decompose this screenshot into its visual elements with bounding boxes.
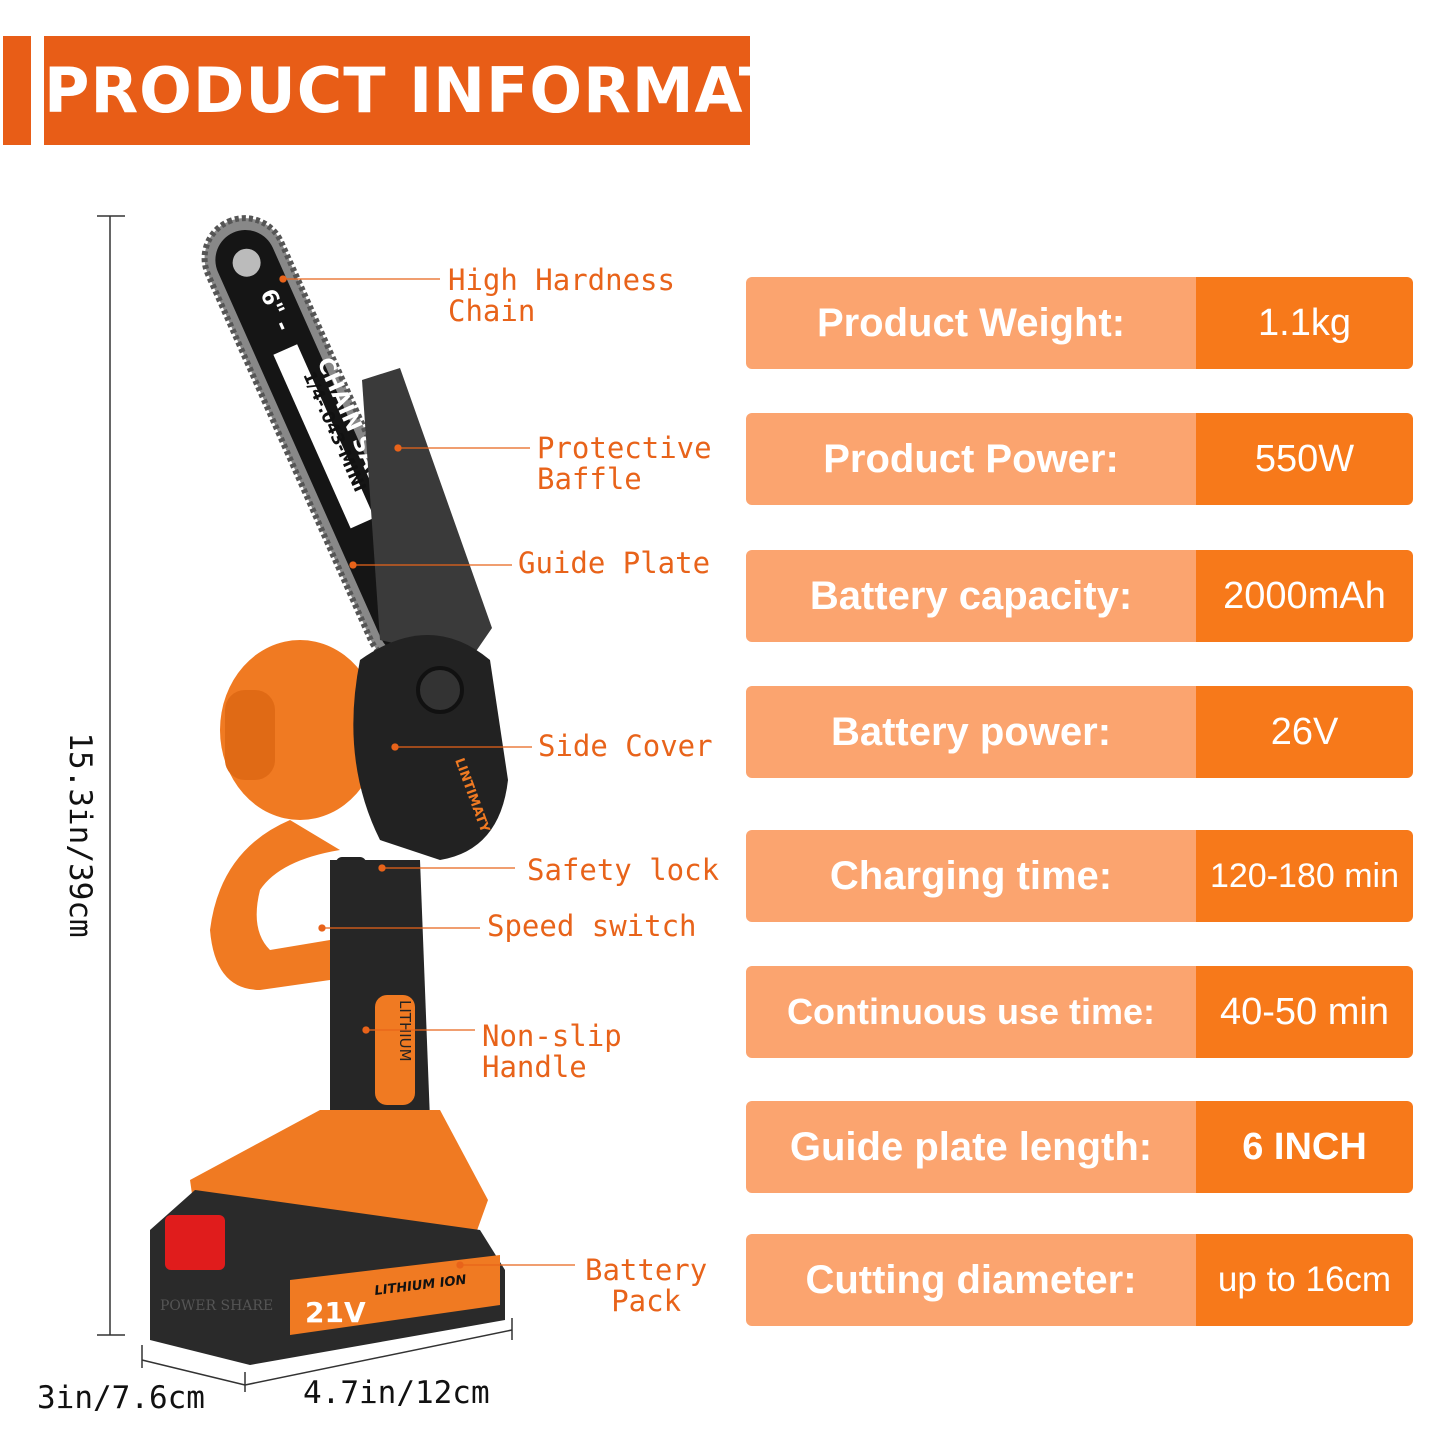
spec-label: Battery capacity: — [746, 550, 1196, 642]
battery-release-button — [165, 1215, 225, 1270]
spec-value: 120-180 min — [1196, 830, 1413, 922]
chainsaw-illustration: 6" - 1/4-.043-MINI CHAIN SAW LINTIMATY L… — [97, 215, 575, 1392]
battery-side-marking: POWER SHARE — [160, 1298, 273, 1314]
spec-value: 2000mAh — [1196, 550, 1413, 642]
width-dimension-label: 3in/7.6cm — [37, 1380, 205, 1416]
front-handle — [210, 820, 340, 990]
spec-label: Battery power: — [746, 686, 1196, 778]
spec-value: 6 INCH — [1196, 1101, 1413, 1193]
spec-row-weight: Product Weight:1.1kg — [746, 277, 1413, 369]
spec-label: Product Weight: — [746, 277, 1196, 369]
spec-row-charging-time: Charging time:120-180 min — [746, 830, 1413, 922]
width-dimension-line — [141, 1318, 513, 1392]
spec-row-continuous-use: Continuous use time:40-50 min — [746, 966, 1413, 1058]
callout-lines — [279, 275, 575, 1269]
header-accent-bar — [3, 36, 31, 145]
spec-label: Product Power: — [746, 413, 1196, 505]
callout-non-slip-handle: Non-slip Handle — [482, 1019, 622, 1084]
spec-row-cutting-diameter: Cutting diameter:up to 16cm — [746, 1234, 1413, 1326]
handle-marking: LITHIUM — [396, 1000, 414, 1062]
spec-label: Cutting diameter: — [746, 1234, 1196, 1326]
spec-row-guide-plate-length: Guide plate length:6 INCH — [746, 1101, 1413, 1193]
spec-value: 26V — [1196, 686, 1413, 778]
spec-value: 550W — [1196, 413, 1413, 505]
spec-label: Guide plate length: — [746, 1101, 1196, 1193]
spec-row-battery-power: Battery power:26V — [746, 686, 1413, 778]
spec-row-battery-capacity: Battery capacity:2000mAh — [746, 550, 1413, 642]
spec-value: up to 16cm — [1196, 1234, 1413, 1326]
spec-label: Charging time: — [746, 830, 1196, 922]
spec-value: 40-50 min — [1196, 966, 1413, 1058]
height-dimension-label: 15.3in/39cm — [62, 732, 98, 938]
callout-side-cover: Side Cover — [538, 729, 713, 763]
callout-battery-pack: Battery Pack — [585, 1253, 708, 1318]
spec-row-power: Product Power:550W — [746, 413, 1413, 505]
page-title: PRODUCT INFORMATION — [44, 36, 912, 145]
callout-guide-plate: Guide Plate — [518, 546, 711, 580]
protective-baffle — [362, 368, 492, 660]
height-dimension-line — [97, 215, 125, 1336]
length-dimension-label: 4.7in/12cm — [303, 1375, 490, 1411]
spec-label: Continuous use time: — [746, 966, 1196, 1058]
callout-safety-lock: Safety lock — [527, 853, 720, 887]
callout-speed-switch: Speed switch — [487, 909, 697, 943]
voltage-marking: 21V — [305, 1296, 366, 1329]
callout-protective-baffle: Protective Baffle — [537, 431, 712, 496]
callout-high-hardness-chain: High Hardness Chain — [448, 263, 675, 328]
spec-value: 1.1kg — [1196, 277, 1413, 369]
